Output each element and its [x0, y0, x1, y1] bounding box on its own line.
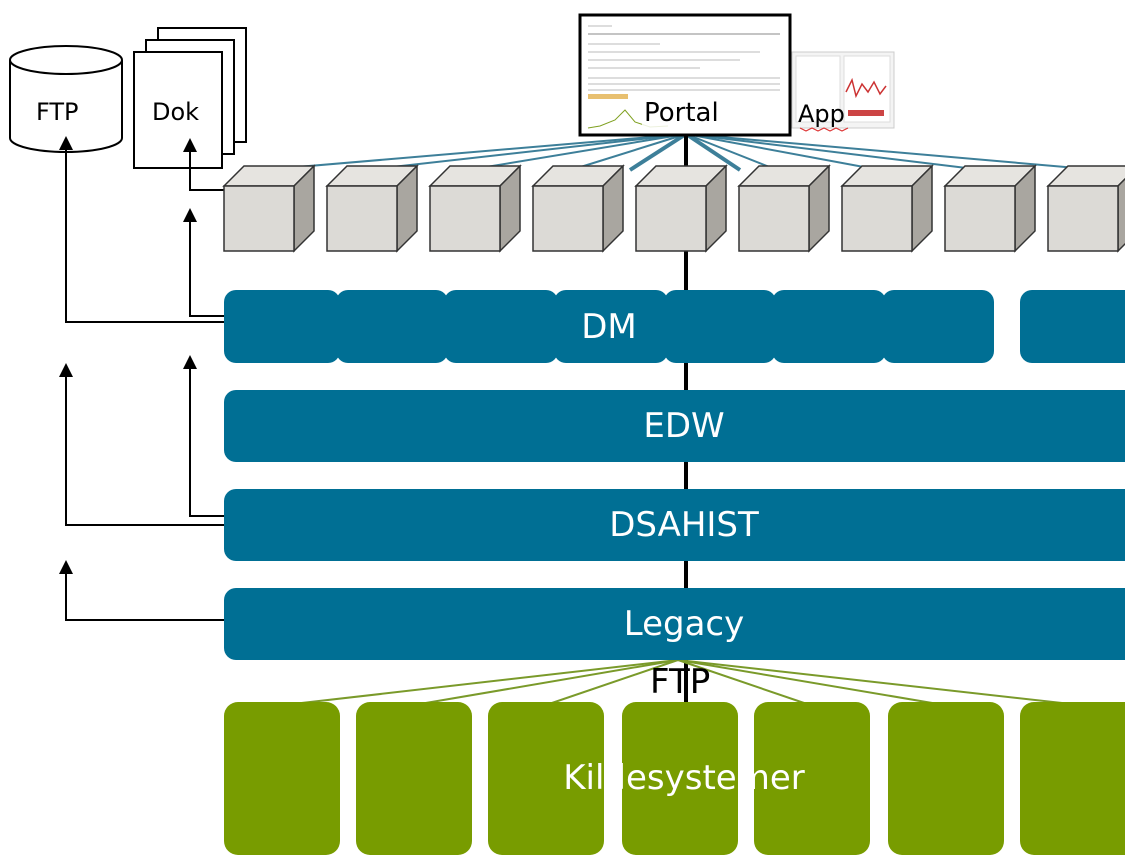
- source-system-block: [1020, 702, 1125, 855]
- kildesystemer-label: Kildesystemer: [563, 758, 805, 798]
- document-stack: [133, 27, 247, 169]
- data-cube: [1046, 165, 1125, 253]
- source-system-block: [488, 702, 604, 855]
- data-cube: [840, 164, 934, 253]
- edw-layer: EDW: [224, 390, 1125, 462]
- dsahist-layer: DSAHIST: [224, 489, 1125, 561]
- legacy-layer-label: Legacy: [623, 604, 745, 644]
- source-links: [283, 659, 1081, 706]
- dm-layer-label-holder: DM: [224, 290, 994, 363]
- dm-segment: [224, 290, 340, 363]
- dok-label: Dok: [152, 98, 200, 126]
- export-arrows: [59, 136, 228, 621]
- dm-segment: [554, 290, 668, 363]
- data-cube: [634, 164, 728, 253]
- dm-segment: [336, 290, 448, 363]
- source-system-block: [224, 702, 340, 855]
- source-system-block: [356, 702, 472, 855]
- dsahist-layer-label: DSAHIST: [609, 505, 759, 545]
- source-system-block: [622, 702, 738, 855]
- app-screenshot: [791, 51, 895, 132]
- dm-extra-block: [1020, 290, 1125, 363]
- data-cubes: [222, 164, 1125, 253]
- data-cube: [531, 164, 625, 253]
- source-system-block: [888, 702, 1004, 855]
- dm-segment: [664, 290, 776, 363]
- ftp-storage-cylinder: [9, 45, 123, 153]
- data-cube: [428, 164, 522, 253]
- ftp-transfer-label: FTP: [650, 662, 711, 702]
- portal-label: Portal: [642, 98, 721, 128]
- dm-segment: [772, 290, 886, 363]
- data-cube: [737, 164, 831, 253]
- data-cube: [943, 164, 1037, 253]
- edw-layer-label: EDW: [643, 406, 725, 446]
- data-cube: [325, 164, 419, 253]
- legacy-layer: Legacy: [224, 588, 1125, 660]
- dm-segment: [882, 290, 994, 363]
- app-label: App: [798, 100, 845, 128]
- dm-layer-label: DM: [581, 306, 637, 347]
- portal-cube-links: [261, 132, 1101, 172]
- data-cube: [222, 164, 316, 253]
- source-system-block: [754, 702, 870, 855]
- kildesystemer-label-holder: Kildesystemer: [224, 740, 1125, 816]
- ftp-storage-label: FTP: [36, 98, 79, 126]
- dm-segment: [444, 290, 558, 363]
